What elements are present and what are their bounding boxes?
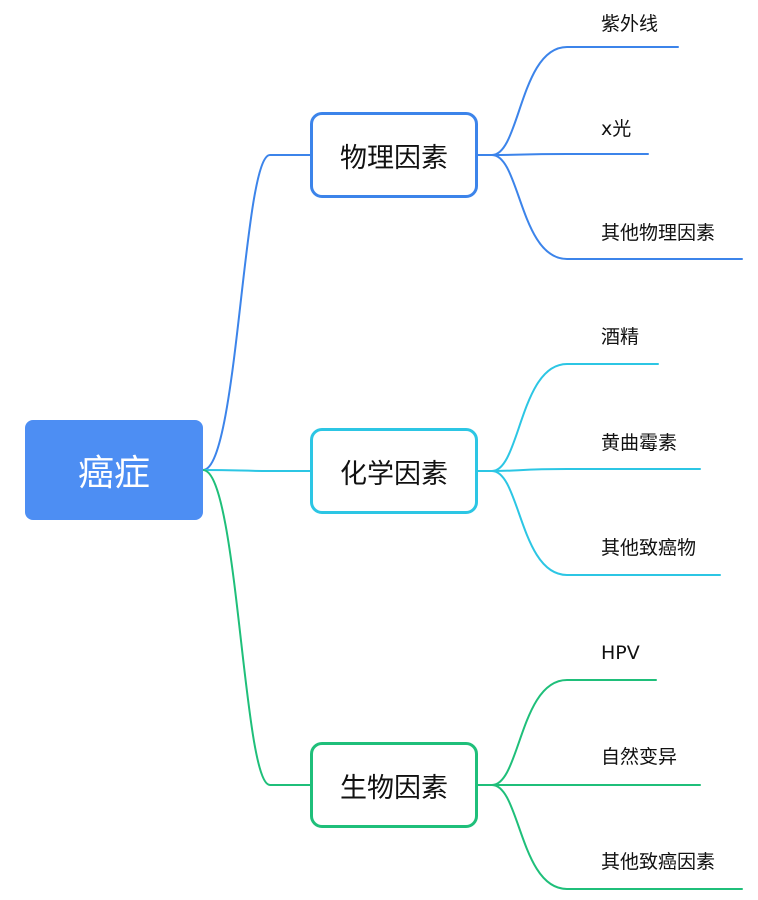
leaf-other-carcinogenic-factor[interactable]: 其他致癌因素 bbox=[601, 851, 716, 873]
root-node-label: 癌症 bbox=[77, 453, 150, 494]
connector-biological-leaf-2 bbox=[477, 784, 743, 890]
connector-chemical-leaf-1 bbox=[477, 468, 701, 472]
branch-label: 生物因素 bbox=[340, 772, 448, 804]
leaf-aflatoxin[interactable]: 黄曲霉素 bbox=[601, 432, 678, 454]
connector-biological-leaf-0 bbox=[477, 679, 657, 786]
leaf-other-physical[interactable]: 其他物理因素 bbox=[601, 222, 716, 244]
connector-root-physical bbox=[202, 154, 311, 471]
leaf-ultraviolet[interactable]: 紫外线 bbox=[601, 13, 659, 35]
connector-chemical-leaf-2 bbox=[477, 470, 721, 576]
leaf-xray[interactable]: x光 bbox=[601, 118, 632, 140]
branch-label: 物理因素 bbox=[340, 142, 448, 174]
leaf-natural-mutation[interactable]: 自然变异 bbox=[601, 746, 678, 768]
branch-node-physical[interactable]: 物理因素 bbox=[310, 112, 478, 198]
leaf-other-carcinogen[interactable]: 其他致癌物 bbox=[601, 537, 697, 559]
branch-label: 化学因素 bbox=[340, 458, 448, 490]
root-node[interactable]: 癌症 bbox=[25, 420, 203, 520]
connector-chemical-leaf-0 bbox=[477, 363, 659, 472]
leaf-hpv[interactable]: HPV bbox=[601, 642, 640, 664]
connector-physical-leaf-1 bbox=[477, 153, 649, 156]
connector-root-biological bbox=[202, 469, 311, 786]
connector-physical-leaf-2 bbox=[477, 154, 743, 260]
branch-node-biological[interactable]: 生物因素 bbox=[310, 742, 478, 828]
branch-node-chemical[interactable]: 化学因素 bbox=[310, 428, 478, 514]
connector-root-chemical bbox=[202, 469, 311, 472]
connector-physical-leaf-0 bbox=[477, 46, 679, 156]
leaf-alcohol[interactable]: 酒精 bbox=[601, 326, 640, 348]
